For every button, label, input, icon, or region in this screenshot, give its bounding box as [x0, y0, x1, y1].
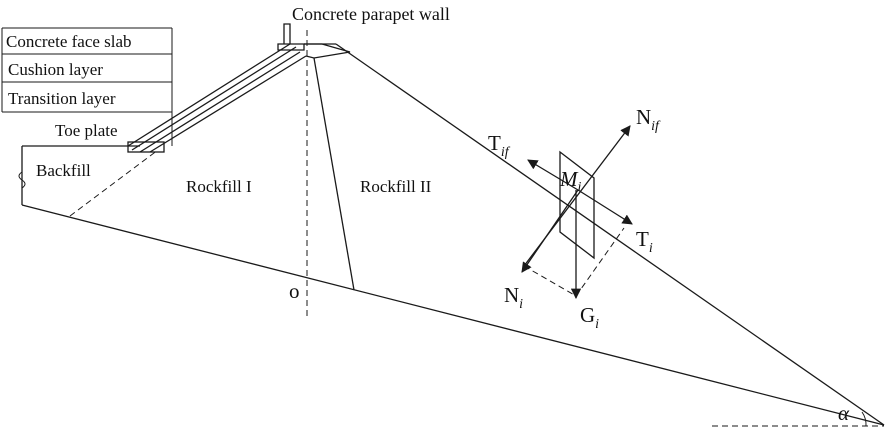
backfill-boundary: [21, 145, 140, 205]
force-vectors: [521, 125, 633, 300]
parapet-wall-shape: [277, 23, 351, 59]
angle-arc: [861, 411, 867, 427]
cushion-layer-label: Cushion layer: [8, 60, 103, 79]
shear-arrow: [577, 189, 633, 225]
rockfill-1-label: Rockfill I: [186, 177, 252, 196]
transition-layer-label: Transition layer: [8, 89, 116, 108]
force-parallelogram-dash-1: [523, 265, 577, 297]
slice-element: [559, 150, 595, 260]
gravity-label: Gi: [580, 303, 599, 332]
break-mark: [18, 171, 26, 189]
normal-f-label: Nif: [636, 105, 661, 134]
upstream-slope-layers: [127, 43, 307, 153]
shear-label: Ti: [636, 227, 653, 256]
downstream-slope: [335, 43, 885, 426]
shear-f-label: Tif: [488, 131, 511, 160]
rockfill-2-label: Rockfill II: [360, 177, 432, 196]
normal-label: Ni: [504, 283, 523, 312]
mass-label: Mi: [559, 167, 582, 195]
force-parallelogram-dash-2: [575, 227, 625, 297]
shear-f-arrow: [527, 159, 579, 191]
backfill-label: Backfill: [36, 161, 91, 180]
parapet-wall-label: Concrete parapet wall: [292, 4, 450, 24]
rockfill-zone-upstream-dash: [69, 149, 159, 217]
foundation-line: [21, 204, 885, 426]
rockfill-zone-boundary: [313, 57, 355, 291]
face-slab-label: Concrete face slab: [6, 32, 132, 51]
angle-label: α: [838, 401, 850, 425]
normal-arrow: [521, 189, 579, 273]
toe-plate-label: Toe plate: [55, 121, 118, 140]
legend-table: [1, 27, 173, 146]
origin-label: o: [289, 279, 300, 303]
